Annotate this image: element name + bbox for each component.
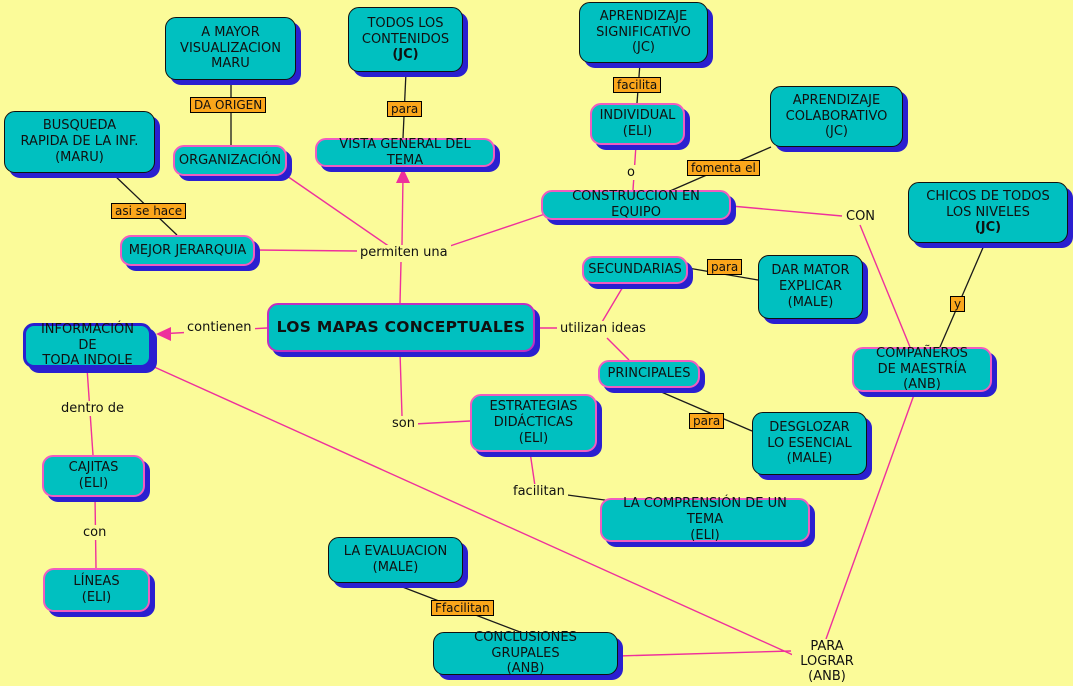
arrowhead-informacion bbox=[156, 327, 171, 341]
concept-conclusiones-grupales[interactable]: CONCLUSIONES GRUPALES (ANB) bbox=[433, 630, 618, 676]
concept-todos-los-contenidos[interactable]: TODOS LOS CONTENIDOS (JC) bbox=[348, 7, 463, 72]
edge-chicos-companeros bbox=[939, 242, 986, 348]
edge-construccion-con bbox=[730, 205, 843, 217]
concept-construccion-en-equipo[interactable]: CONSTRUCCION EN EQUIPO bbox=[541, 189, 731, 220]
edge-estrategias-facilitan bbox=[529, 451, 536, 487]
edge-utilizan-secundarias bbox=[601, 284, 625, 323]
phrase-con-lower[interactable]: con bbox=[80, 525, 110, 540]
phrase-son[interactable]: son bbox=[389, 416, 418, 431]
phrase-o[interactable]: o bbox=[624, 165, 638, 180]
link-label-facilita[interactable]: facilita bbox=[613, 77, 662, 93]
link-label-ffacilitan[interactable]: Ffacilitan bbox=[431, 600, 494, 616]
concept-organizacion[interactable]: ORGANIZACIÓN bbox=[173, 145, 287, 176]
concept-a-mayor-visualizacion[interactable]: A MAYOR VISUALIZACION MARU bbox=[165, 17, 296, 80]
arrowhead-vista bbox=[396, 168, 410, 183]
concept-individual[interactable]: INDIVIDUAL (ELI) bbox=[590, 103, 685, 145]
concept-estrategias-didacticas[interactable]: ESTRATEGIAS DIDÁCTICAS (ELI) bbox=[470, 394, 597, 452]
concept-la-evaluacion[interactable]: LA EVALUACION (MALE) bbox=[328, 537, 463, 583]
edge-organizacion-permiten bbox=[286, 175, 391, 248]
edge-principales-desglozar bbox=[651, 387, 753, 432]
concept-principales[interactable]: PRINCIPALES bbox=[598, 360, 700, 388]
concept-chicos-de-todos[interactable]: CHICOS DE TODOS LOS NIVELES (JC) bbox=[908, 182, 1068, 243]
concept-aprendizaje-colaborativo[interactable]: APRENDIZAJE COLABORATIVO (JC) bbox=[770, 86, 903, 147]
concept-los-mapas-conceptuales[interactable]: LOS MAPAS CONCEPTUALES bbox=[267, 303, 535, 352]
concept-comprension-tema[interactable]: LA COMPRENSIÓN DE UN TEMA (ELI) bbox=[600, 496, 810, 543]
edge-permiten-mapas bbox=[399, 261, 402, 304]
phrase-facilitan[interactable]: facilitan bbox=[510, 484, 568, 499]
edge-mapas-son bbox=[399, 351, 403, 417]
concept-informacion-toda-indole[interactable]: INFORMACIÓN DE TODA INDOLE bbox=[23, 322, 152, 368]
edge-companeros-paralograr bbox=[825, 391, 916, 640]
phrase-utilizan-ideas[interactable]: utilizan ideas bbox=[557, 321, 649, 336]
concept-lineas[interactable]: LÍNEAS (ELI) bbox=[43, 568, 150, 612]
phrase-contienen[interactable]: contienen bbox=[184, 320, 255, 335]
concept-desglozar-lo-esencial[interactable]: DESGLOZAR LO ESENCIAL (MALE) bbox=[752, 412, 867, 475]
phrase-permiten-una[interactable]: permiten una bbox=[357, 245, 451, 260]
concept-cajitas[interactable]: CAJITAS (ELI) bbox=[42, 455, 145, 497]
concept-aprendizaje-significativo[interactable]: APRENDIZAJE SIGNIFICATIVO (JC) bbox=[579, 2, 708, 63]
link-label-para-secundarias[interactable]: para bbox=[707, 259, 743, 275]
concept-dar-mator-explicar[interactable]: DAR MATOR EXPLICAR (MALE) bbox=[758, 255, 863, 319]
edge-permiten-vista bbox=[401, 175, 404, 246]
concept-mejor-jerarquia[interactable]: MEJOR JERARQUIA bbox=[120, 235, 255, 266]
edge-con-companeros bbox=[859, 224, 911, 348]
edge-utilizan-principales bbox=[606, 337, 630, 361]
link-label-para-vista[interactable]: para bbox=[387, 101, 423, 117]
concept-vista-general[interactable]: VISTA GENERAL DEL TEMA bbox=[315, 137, 495, 168]
link-label-fomenta-el[interactable]: fomenta el bbox=[687, 160, 760, 176]
edge-permiten-construccion bbox=[443, 213, 546, 249]
link-label-y[interactable]: y bbox=[950, 296, 966, 312]
concept-busqueda-rapida[interactable]: BUSQUEDA RAPIDA DE LA INF. (MARU) bbox=[4, 111, 155, 173]
phrase-dentro-de[interactable]: dentro de bbox=[58, 401, 127, 416]
phrase-con-upper[interactable]: CON bbox=[843, 209, 879, 224]
edge-informacion-paralograr bbox=[151, 365, 794, 656]
edge-conclusiones-paralograr bbox=[617, 650, 792, 657]
link-label-asi-se-hace[interactable]: asi se hace bbox=[111, 203, 187, 219]
link-label-para-principales[interactable]: para bbox=[689, 413, 725, 429]
link-label-da-origen[interactable]: DA ORIGEN bbox=[190, 97, 267, 113]
concept-companeros-maestria[interactable]: COMPAÑEROS DE MAESTRÍA (ANB) bbox=[852, 346, 992, 392]
phrase-para-lograr[interactable]: PARA LOGRAR (ANB) bbox=[792, 639, 862, 684]
concept-secundarias[interactable]: SECUNDARIAS bbox=[582, 256, 688, 284]
edge-mejor-permiten bbox=[254, 249, 359, 252]
edge-son-estrategias bbox=[413, 420, 471, 425]
